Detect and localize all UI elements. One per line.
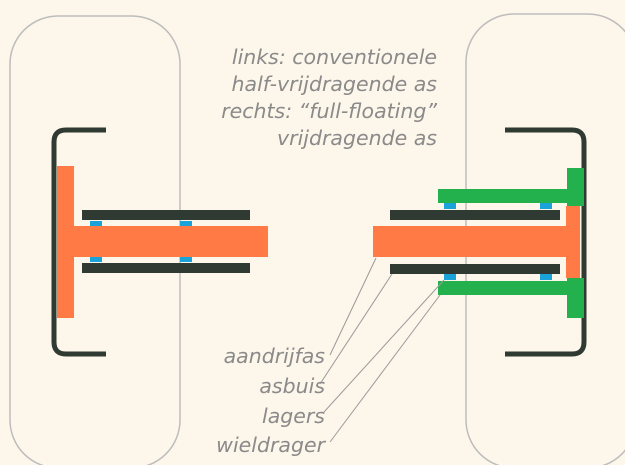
- right-bearing: [540, 203, 552, 209]
- leader-line-drive-shaft: [329, 257, 377, 356]
- right-axle-tube-top: [390, 210, 560, 220]
- right-bearing: [444, 274, 456, 280]
- right-bearing: [444, 203, 456, 209]
- caption-line: rechts: “full-floating”: [221, 99, 437, 123]
- left-drive-shaft: [70, 226, 268, 257]
- left-bearing: [180, 221, 192, 226]
- label-bearings: lagers: [262, 404, 325, 428]
- left-axle-tube-top: [82, 210, 250, 220]
- label-wheel-carrier: wieldrager: [216, 433, 325, 457]
- caption-line: links: conventionele: [231, 45, 437, 69]
- left-bearing: [90, 221, 102, 226]
- diagram-caption: links: conventionele half-vrijdragende a…: [117, 44, 437, 152]
- right-wheel-rim: [505, 127, 587, 357]
- left-wheel-rim: [51, 127, 106, 357]
- leader-line-axle-tube: [319, 273, 393, 385]
- label-drive-shaft: aandrijfas: [223, 344, 325, 368]
- caption-line: half-vrijdragende as: [231, 72, 437, 96]
- left-semi-floating-axle: [51, 127, 268, 357]
- right-wheel-carrier-hub-top: [567, 168, 584, 206]
- right-bearing: [540, 274, 552, 280]
- right-wheel-carrier-top: [438, 189, 582, 203]
- caption-line: vrijdragende as: [277, 126, 437, 150]
- right-full-floating-axle: [373, 127, 587, 357]
- right-drive-flange: [566, 206, 580, 278]
- right-drive-shaft: [373, 226, 573, 257]
- right-axle-tube-bottom: [390, 264, 560, 274]
- left-axle-tube-bottom: [82, 263, 250, 273]
- right-wheel-carrier-bottom: [438, 281, 582, 295]
- leader-line-bearings: [323, 279, 445, 413]
- left-bearing: [90, 257, 102, 262]
- leader-line-wheel-carrier: [329, 294, 441, 443]
- left-drive-flange: [57, 166, 74, 318]
- label-axle-tube: asbuis: [259, 374, 325, 398]
- right-wheel-carrier-hub-bottom: [567, 278, 584, 318]
- left-bearing: [180, 257, 192, 262]
